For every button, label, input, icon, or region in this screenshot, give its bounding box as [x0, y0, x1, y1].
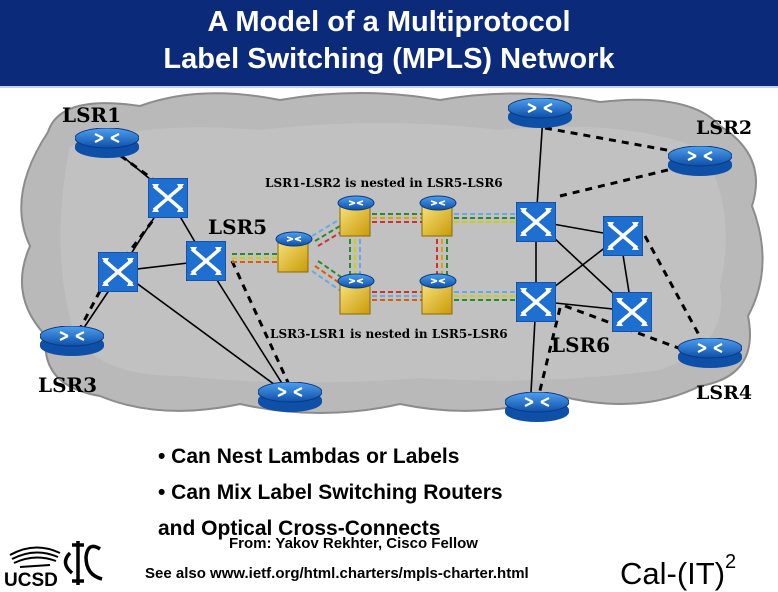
ucsd-logo-text: UCSD [4, 570, 58, 590]
lsr-box-top-right-icon [419, 195, 457, 237]
lsr-box-left-icon [275, 231, 313, 273]
lsr5-label: LSR5 [208, 215, 267, 239]
lsr4-router-icon [678, 338, 742, 370]
lsr3-router-icon [40, 326, 104, 358]
oxc-left-icon [98, 252, 138, 292]
nesting-note-top: LSR1-LSR2 is nested in LSR5-LSR6 [265, 176, 503, 190]
brand-main: Cal-(IT) [620, 556, 726, 591]
bullet-item: • Can Mix Label Switching Routers [158, 481, 503, 504]
oxc-right-top-icon [603, 216, 643, 256]
title-bar: A Model of a Multiprotocol Label Switchi… [0, 0, 778, 88]
calit2-brand: Cal-(IT)2 [620, 551, 736, 592]
bullet-item: and Optical Cross-Connects [158, 517, 441, 540]
ucsd-seal-icon [63, 541, 103, 585]
lsr-box-bottom-right-icon [419, 273, 457, 315]
slide-title: A Model of a Multiprotocol Label Switchi… [0, 4, 778, 78]
oxc-upper-left-icon [148, 178, 188, 218]
credit-text: From: Yakov Rekhter, Cisco Fellow [229, 535, 478, 552]
network-cloud [20, 92, 764, 414]
title-line-2: Label Switching (MPLS) Network [163, 43, 615, 75]
mpls-network-diagram: LSR1 LSR2 LSR3 LSR4 LSR5 LSR6 LSR1-LSR2 … [20, 92, 764, 424]
brand-superscript: 2 [725, 551, 737, 573]
ucsd-emblem-icon [9, 546, 61, 568]
oxc-center-top-icon [516, 202, 556, 242]
nesting-note-bottom: LSR3-LSR1 is nested in LSR5-LSR6 [270, 327, 508, 341]
top-router-icon [508, 98, 572, 130]
title-line-1: A Model of a Multiprotocol [207, 6, 571, 38]
ucsd-logo: UCSD [4, 546, 61, 590]
bullet-item: • Can Nest Lambdas or Labels [158, 445, 460, 468]
lsr5-switch-icon [186, 241, 226, 281]
bottom-left-router-icon [258, 382, 322, 414]
lsr1-router-icon [75, 128, 139, 160]
see-also-link[interactable]: See also www.ietf.org/html.charters/mpls… [145, 565, 529, 582]
lsr2-label: LSR2 [696, 117, 752, 139]
lsr6-label: LSR6 [551, 333, 610, 357]
lsr-box-top-left-icon [337, 195, 375, 237]
lsr-box-bottom-left-icon [337, 273, 375, 315]
bullet-list: • Can Nest Lambdas or Labels • Can Mix L… [158, 439, 503, 547]
logos: UCSD [4, 541, 103, 590]
bottom-right-router-icon [505, 392, 569, 424]
lsr6-switch-icon [516, 282, 556, 322]
oxc-right-bottom-icon [612, 292, 652, 332]
lsr3-label: LSR3 [38, 373, 97, 397]
lsr4-label: LSR4 [696, 382, 752, 404]
lsr2-router-icon [668, 146, 732, 178]
lsr1-label: LSR1 [62, 103, 121, 127]
